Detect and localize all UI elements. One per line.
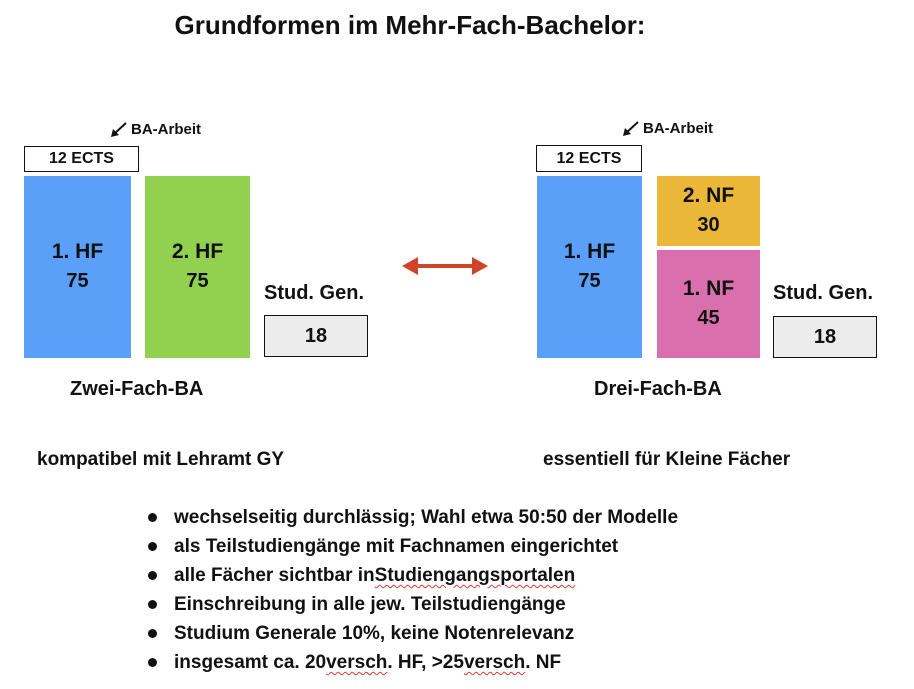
hf1-value: 75 [66,270,89,292]
model-name-left: Zwei-Fach-BA [70,378,204,400]
nf2-block-right: 2. NF 30 [657,176,760,246]
page-title: Grundformen im Mehr-Fach-Bachelor: [174,10,646,40]
bullet-icon [148,542,157,551]
ects-box-right: 12 ECTS [536,145,642,172]
ba-arbeit-label-left: BA-Arbeit [109,120,201,138]
studgen-label-left: Stud. Gen. [264,282,364,304]
hf1-block-right: 1. HF 75 [537,176,642,358]
double-arrow-icon [402,257,488,275]
nf2-value: 30 [697,214,720,236]
spellcheck-mark: Studiengangsportalen [374,565,576,586]
nf1-block-right: 1. NF 45 [657,250,760,358]
bullet-icon [148,658,157,667]
spellcheck-mark: versch [463,652,526,673]
model-name-right: Drei-Fach-BA [594,378,722,400]
list-item: Einschreibung in alle jew. Teilstudiengä… [148,590,678,619]
hf1-name: 1. HF [563,240,616,263]
hf2-block-left: 2. HF 75 [145,176,250,358]
bullet-icon [148,629,157,638]
note-right: essentiell für Kleine Fächer [543,449,791,470]
ba-arbeit-text: BA-Arbeit [643,119,713,137]
bullet-list: wechselseitig durchlässig; Wahl etwa 50:… [148,503,678,677]
ects-box-left: 12 ECTS [24,146,139,172]
ba-arbeit-text: BA-Arbeit [131,120,201,138]
nf1-name: 1. NF [682,277,735,300]
arrow-down-left-icon [111,122,127,137]
bullet-icon [148,513,157,522]
hf1-block-left: 1. HF 75 [24,176,131,358]
hf2-value: 75 [186,270,209,292]
note-left: kompatibel mit Lehramt GY [37,449,285,470]
arrow-down-left-icon [623,121,639,136]
spellcheck-mark: versch [326,652,388,673]
hf1-name: 1. HF [51,240,104,263]
nf1-value: 45 [697,307,720,329]
bullet-icon [148,571,157,580]
list-item: wechselseitig durchlässig; Wahl etwa 50:… [148,503,678,532]
list-item: alle Fächer sichtbar in Studiengangsport… [148,561,678,590]
bullet-icon [148,600,157,609]
list-item: insgesamt ca. 20 versch. HF, >25 versch.… [148,648,678,677]
hf1-value: 75 [578,270,601,292]
nf2-name: 2. NF [682,184,735,207]
studgen-label-right: Stud. Gen. [773,282,873,304]
list-item: als Teilstudiengänge mit Fachnamen einge… [148,532,678,561]
hf2-name: 2. HF [171,240,224,263]
studgen-box-left: 18 [264,315,368,357]
ba-arbeit-label-right: BA-Arbeit [621,119,713,137]
studgen-box-right: 18 [773,316,877,358]
list-item: Studium Generale 10%, keine Notenrelevan… [148,619,678,648]
